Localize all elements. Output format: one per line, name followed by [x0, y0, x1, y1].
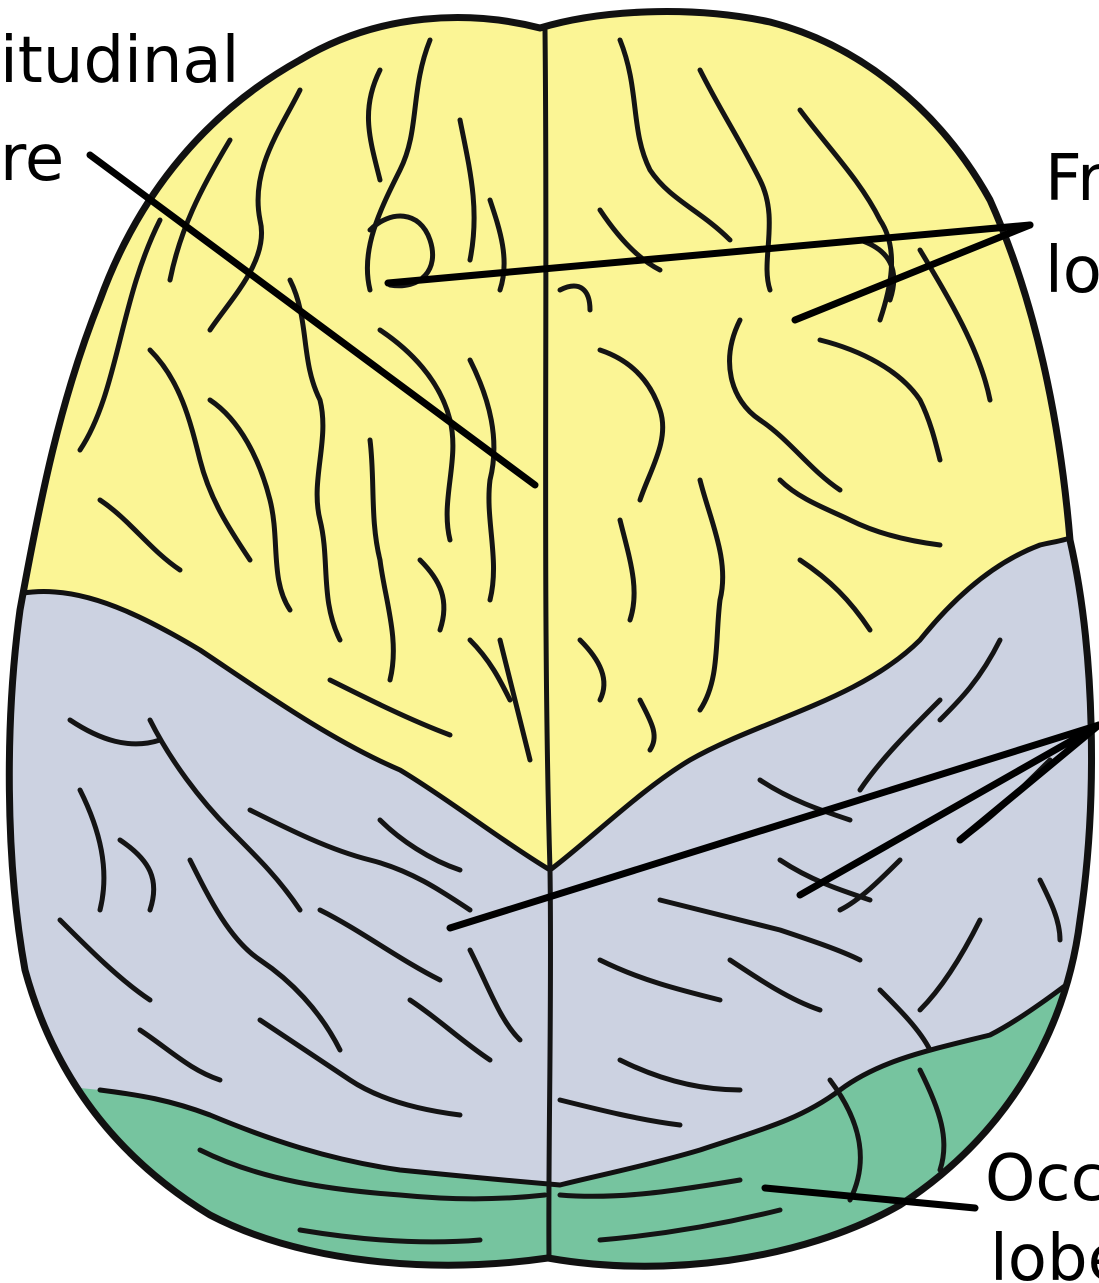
longitudinal-fissure-label-line1: itudinal — [0, 24, 239, 98]
longitudinal-fissure-label-line2: re — [0, 122, 64, 196]
frontal-lobe-label-line2: lo — [1045, 234, 1099, 308]
frontal-lobe-label-line1: Fr — [1045, 142, 1099, 216]
occipital-lobe-label-line1: Occ — [985, 1142, 1099, 1216]
occipital-lobe-label-line2: lobe — [990, 1222, 1099, 1283]
